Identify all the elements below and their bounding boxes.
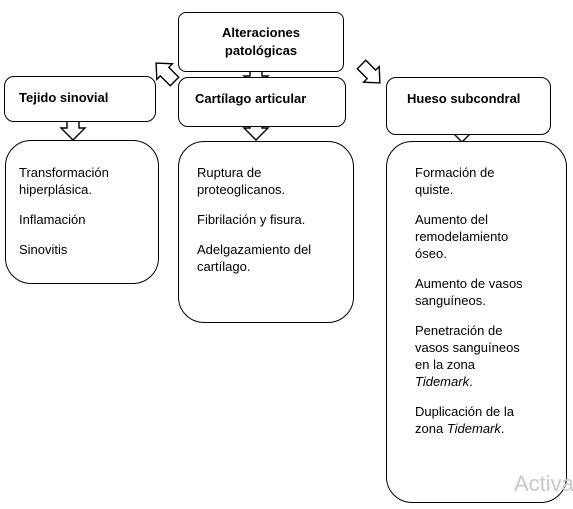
detail-item: Penetración de vasos sanguíneos en la zo… (415, 322, 525, 390)
header-cartilago-articular: Cartílago articular (178, 77, 346, 127)
detail-hueso-subcondral: Formación de quiste. Aumento del remodel… (386, 141, 567, 503)
root-line-1: Alteraciones (221, 25, 301, 40)
detail-tejido-sinovial: Transformación hiperplásica. Inflamación… (5, 140, 159, 284)
detail-item-text-end: . (469, 374, 473, 389)
detail-item: Duplicación de la zona Tidemark. (415, 403, 535, 437)
detail-item-emphasis: Tidemark (446, 421, 501, 436)
header-title: Cartílago articular (195, 91, 307, 106)
detail-item-emphasis: Tidemark (415, 374, 470, 389)
arrow-diagonal-left (155, 62, 180, 87)
activation-watermark: Activa (514, 471, 573, 496)
header-title: Tejido sinovial (19, 90, 109, 105)
detail-item: Aumento del remodelamiento óseo. (415, 212, 509, 261)
arrow-diagonal-right (356, 59, 381, 84)
detail-item: Adelgazamiento del cartílago. (197, 242, 312, 274)
detail-item: Fibrilación y fisura. (197, 212, 306, 227)
header-tejido-sinovial: Tejido sinovial (4, 76, 156, 122)
detail-item: Inflamación (19, 212, 86, 227)
detail-item: Transformación hiperplásica. (19, 165, 109, 197)
header-title: Hueso subcondral (407, 91, 521, 106)
detail-item: Sinovitis (19, 242, 68, 257)
detail-cartilago-articular: Ruptura de proteoglicanos. Fibrilación y… (178, 141, 354, 323)
detail-item-text-end: . (500, 421, 505, 436)
detail-item: Aumento de vasos sanguíneos. (415, 276, 523, 308)
root-line-2: patológicas (224, 43, 298, 58)
detail-item: Ruptura de proteoglicanos. (197, 165, 286, 197)
root-node: Alteraciones patológicas (178, 12, 344, 72)
header-hueso-subcondral: Hueso subcondral (386, 77, 551, 135)
detail-item-text: Duplicación de la zona (415, 404, 515, 436)
detail-item: Formación de quiste. (415, 165, 495, 197)
detail-item-text: Penetración de vasos sanguíneos en la zo… (415, 323, 520, 372)
